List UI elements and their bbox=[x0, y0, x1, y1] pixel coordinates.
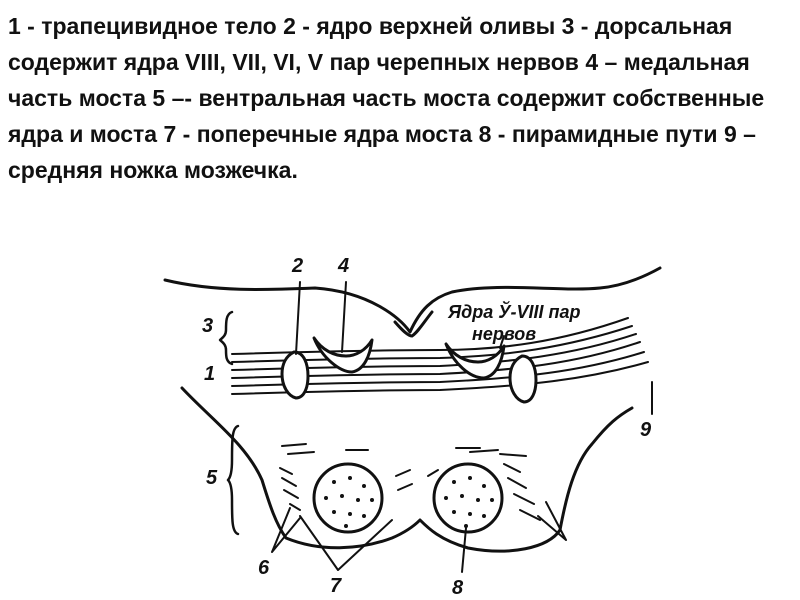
superior-olive-left bbox=[282, 352, 308, 398]
ventral-outline bbox=[182, 388, 632, 551]
superior-olive-right bbox=[510, 356, 536, 402]
pyramidal-tract-left bbox=[314, 464, 382, 532]
nuclei-note-line1: Ядра Ў-VIII пар bbox=[447, 301, 580, 322]
leader-6 bbox=[272, 508, 300, 552]
label-6: 6 bbox=[258, 557, 270, 579]
label-3: 3 bbox=[202, 315, 213, 337]
label-2: 2 bbox=[291, 255, 303, 277]
label-5: 5 bbox=[206, 467, 218, 489]
label-9: 9 bbox=[640, 419, 652, 441]
leader-8 bbox=[462, 528, 466, 572]
caption-text: 1 - трапецивидное тело 2 - ядро верхней … bbox=[8, 8, 792, 188]
transverse-fibers bbox=[282, 444, 526, 456]
pyramidal-tract-right bbox=[434, 464, 502, 532]
label-8: 8 bbox=[452, 577, 464, 599]
leader-2 bbox=[296, 282, 300, 354]
label-7: 7 bbox=[330, 575, 342, 597]
dorsal-outline bbox=[165, 268, 660, 332]
nuclei-note-line2: нервов bbox=[472, 324, 536, 344]
label-1: 1 bbox=[204, 363, 215, 385]
label-4: 4 bbox=[337, 255, 349, 277]
pons-cross-section-diagram: 1 2 3 4 5 6 7 8 9 Ядра Ў-VIII пар нервов bbox=[0, 240, 800, 600]
bracket-3 bbox=[220, 312, 232, 364]
